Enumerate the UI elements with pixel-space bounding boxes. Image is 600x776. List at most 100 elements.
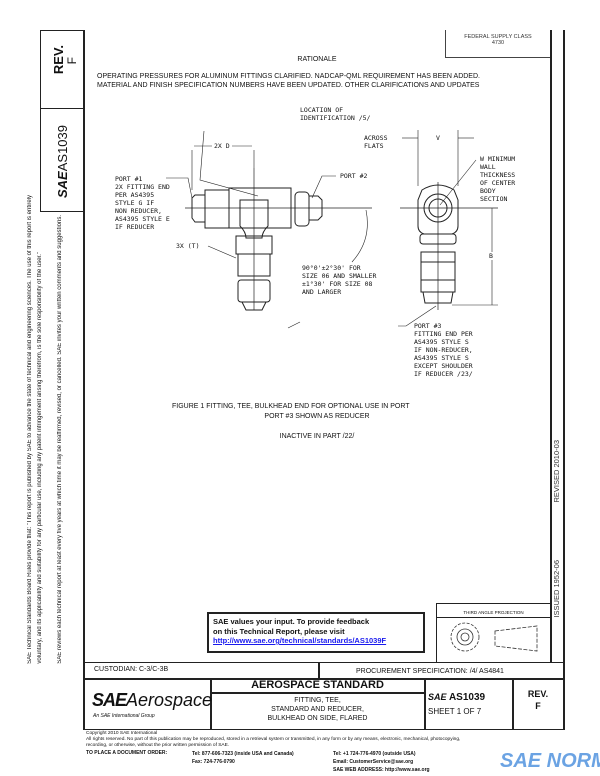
callout-line: ±1°30' FOR SIZE 08 — [302, 280, 373, 288]
revised-date: REVISED 2010-03 — [552, 440, 561, 503]
divider — [210, 678, 212, 730]
callout-line: FITTING END PER — [414, 330, 473, 338]
callout-line: NON REDUCER, — [115, 207, 162, 215]
divider — [210, 692, 424, 694]
callout-line: 2X FITTING END — [115, 183, 170, 191]
doc-number-cell: SAE AS1039 — [428, 691, 485, 704]
rationale-title: RATIONALE — [297, 56, 337, 63]
callout-line: THICKNESS — [480, 171, 516, 179]
sae-logo: SAE — [428, 692, 447, 702]
frame-right-outer — [563, 30, 565, 730]
title-line: FITTING, TEE, — [294, 697, 341, 704]
angle-tolerance-callout: 90°0'±2°30' FOR SIZE 06 AND SMALLER ±1°3… — [302, 264, 376, 296]
feedback-line-1: SAE values your input. To provide feedba… — [213, 617, 370, 626]
sae-norm-watermark: SAE NORM — [500, 750, 600, 772]
projection-symbol-icon — [450, 622, 538, 652]
divider — [83, 678, 564, 680]
projection-label: THIRD ANGLE PROJECTION — [437, 604, 550, 618]
logo-sae: SAE — [92, 690, 127, 710]
callout-line: ACROSS — [364, 134, 388, 142]
callout-line: AS4395 STYLE S — [414, 354, 469, 362]
revision-cell: REV. F — [513, 688, 563, 712]
callout-line: FLATS — [364, 142, 384, 150]
callout-line: EXCEPT SHOULDER — [414, 362, 473, 370]
dim-3x-t: 3X (T) — [176, 242, 200, 250]
rationale-line-1: OPERATING PRESSURES FOR ALUMINUM FITTING… — [97, 73, 480, 80]
callout-line: PORT #1 — [115, 175, 143, 183]
callout-line: IF REDUCER — [115, 223, 155, 231]
callout-line: LOCATION OF — [300, 106, 344, 114]
dim-2x-d: 2X D — [212, 142, 232, 150]
port-3-callout: PORT #3 FITTING END PER AS4395 STYLE S I… — [414, 322, 473, 378]
callout-line: PER AS4395 — [115, 191, 155, 199]
fax: Fax: 724-776-0790 — [192, 759, 235, 765]
callout-line: SECTION — [480, 195, 508, 203]
callout-line: AS4395 STYLE S — [414, 338, 469, 346]
rights-line: All rights reserved. No part of this pub… — [86, 737, 461, 742]
callout-line: W MINIMUM — [480, 155, 516, 163]
inactive-note: INACTIVE IN PART /22/ — [279, 433, 355, 440]
dim-b: B — [489, 252, 493, 260]
phone-usa: Tel: 877-606-7323 (inside USA and Canada… — [192, 751, 294, 757]
callout-line: STYLE G IF — [115, 199, 155, 207]
figure-caption: FIGURE 1 FITTING, TEE, BULKHEAD END FOR … — [172, 403, 410, 410]
logo-subtitle: An SAE International Group — [93, 713, 155, 719]
doc-number: AS1039 — [448, 692, 486, 703]
callout-line: AND LARGER — [302, 288, 342, 296]
divider — [424, 678, 426, 730]
location-of-identification-callout: LOCATION OF IDENTIFICATION /5/ — [300, 106, 370, 122]
title-line: BULKHEAD ON SIDE, FLARED — [267, 715, 368, 722]
phone-intl: Tel: +1 724-776-4970 (outside USA) — [333, 751, 416, 757]
aerospace-standard-heading: AEROSPACE STANDARD — [251, 679, 384, 691]
document-title: FITTING, TEE, STANDARD AND REDUCER, BULK… — [211, 696, 424, 723]
feedback-line-2: on this Technical Report, please visit — [213, 626, 345, 636]
order-contacts-usa: Tel: 877-606-7323 (inside USA and Canada… — [192, 750, 294, 766]
across-flats-label: ACROSS FLATS — [364, 134, 387, 150]
rev-value: F — [535, 701, 541, 711]
port-2-callout: PORT #2 — [340, 172, 368, 180]
callout-line: BODY — [480, 187, 496, 195]
fsc-label: FEDERAL SUPPLY CLASS — [464, 34, 532, 40]
title-block — [83, 662, 564, 730]
fsc-box: FEDERAL SUPPLY CLASS 4730 — [445, 30, 550, 58]
order-label: TO PLACE A DOCUMENT ORDER: — [86, 750, 168, 756]
callout-line: AS4395 STYLE E — [115, 215, 170, 223]
feedback-link[interactable]: http://www.sae.org/technical/standards/A… — [213, 636, 387, 645]
callout-line: SIZE 06 AND SMALLER — [302, 272, 377, 280]
procurement-specification: PROCUREMENT SPECIFICATION: /4/ AS4841 — [356, 668, 504, 675]
fsc-value: 4730 — [491, 40, 505, 46]
third-angle-projection-box: THIRD ANGLE PROJECTION — [436, 603, 551, 663]
callout-line: WALL — [480, 163, 496, 171]
callout-line: IF REDUCER /23/ — [414, 370, 473, 378]
order-contacts-intl: Tel: +1 724-776-4970 (outside USA) Email… — [333, 750, 430, 774]
port-1-callout: PORT #1 2X FITTING END PER AS4395 STYLE … — [115, 175, 170, 231]
callout-line: PORT #3 — [414, 322, 442, 330]
frame-right-inner — [550, 30, 552, 662]
divider — [512, 678, 514, 730]
rights-line: recording, or otherwise, without the pri… — [86, 743, 230, 748]
web-address: SAE WEB ADDRESS: http://www.sae.org — [333, 767, 430, 773]
copyright-notice: Copyright 2010 SAE International All rig… — [86, 731, 460, 749]
copyright: Copyright 2010 SAE International — [86, 731, 158, 736]
email: Email: CustomerService@sae.org — [333, 759, 414, 765]
figure-caption-line-2: PORT #3 SHOWN AS REDUCER — [264, 413, 370, 420]
sheet-number: SHEET 1 OF 7 — [428, 707, 482, 716]
dim-v: V — [436, 134, 440, 142]
rev-label: REV. — [527, 689, 549, 699]
callout-line: IF NON-REDUCER, — [414, 346, 473, 354]
callout-line: 90°0'±2°30' FOR — [302, 264, 361, 272]
feedback-box: SAE values your input. To provide feedba… — [207, 612, 425, 653]
custodian: CUSTODIAN: C-3/C-3B — [94, 666, 169, 673]
rationale-line-2: MATERIAL AND FINISH SPECIFICATION NUMBER… — [97, 82, 480, 89]
wall-thickness-callout: W MINIMUM WALL THICKNESS OF CENTER BODY … — [480, 155, 515, 203]
title-line: STANDARD AND REDUCER, — [271, 706, 364, 713]
callout-line: OF CENTER — [480, 179, 516, 187]
callout-line: IDENTIFICATION /5/ — [300, 114, 371, 122]
sae-aerospace-logo: SAEAerospace — [92, 691, 212, 709]
frame-left — [83, 30, 85, 730]
divider — [318, 662, 320, 678]
logo-aerospace: Aerospace — [126, 690, 213, 710]
tee-side-view — [166, 130, 372, 329]
issued-date: ISSUED 1952-06 — [552, 560, 561, 618]
